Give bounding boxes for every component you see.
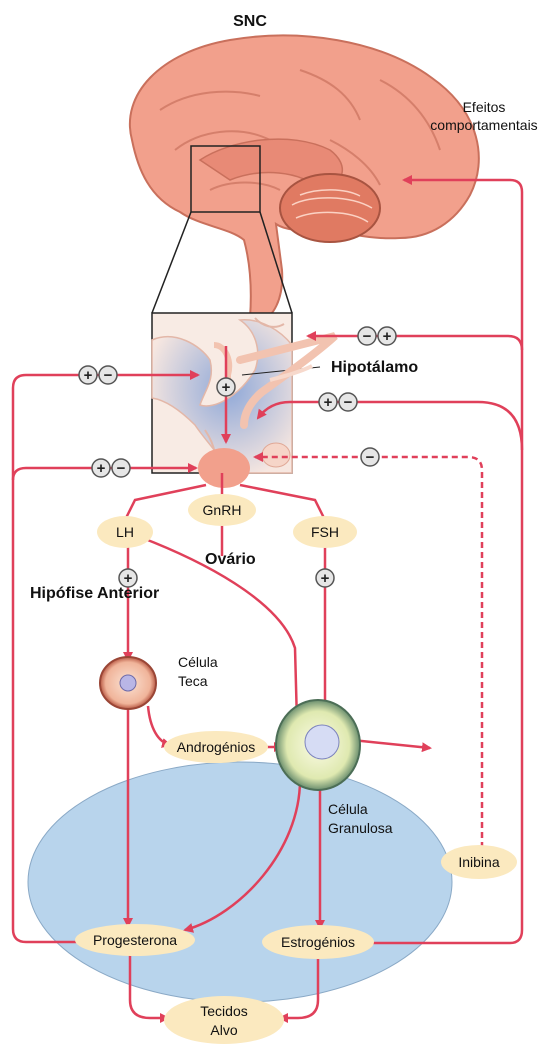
- androgenios-label: Androgénios: [177, 739, 256, 755]
- efeitos-label-line1: Efeitos: [463, 99, 506, 115]
- brain-illustration: [130, 36, 479, 320]
- sign-inhibin-minus: −: [361, 448, 379, 466]
- progesterona-label: Progesterona: [93, 932, 177, 948]
- plus-sign: +: [324, 394, 333, 411]
- plus-sign: +: [321, 570, 330, 587]
- estrogenios-label: Estrogénios: [281, 934, 355, 950]
- sign-gnrh-plus: +: [217, 378, 235, 396]
- minus-sign: −: [117, 460, 126, 477]
- hipotalamo-label: Hipotálamo: [331, 359, 418, 376]
- minus-sign: −: [104, 367, 113, 384]
- plus-sign: +: [383, 328, 392, 345]
- ovario-label: Ovário: [205, 551, 256, 568]
- snc-label: SNC: [233, 13, 267, 30]
- plus-sign: +: [97, 460, 106, 477]
- celula-granulosa-label-line1: Célula: [328, 801, 368, 817]
- granulosa-cell: [276, 700, 360, 790]
- theca-cell: [100, 657, 156, 709]
- lh-label: LH: [116, 524, 134, 540]
- hipofise-label: Hipófise Anterior: [30, 585, 159, 602]
- tecidos-alvo-label-line1: Tecidos: [200, 1003, 247, 1019]
- celula-teca-label-line2: Teca: [178, 673, 208, 689]
- efeitos-label-line2: comportamentais: [430, 117, 537, 133]
- sign-fsh-plus: +: [316, 569, 334, 587]
- plus-sign: +: [84, 367, 93, 384]
- celula-granulosa-label-line2: Granulosa: [328, 820, 393, 836]
- hypothalamus-panel: [152, 313, 320, 473]
- fsh-label: FSH: [311, 524, 339, 540]
- cerebellum: [280, 174, 380, 242]
- plus-sign: +: [222, 379, 231, 396]
- celula-teca-label-line1: Célula: [178, 654, 218, 670]
- ovary-oval: [28, 762, 452, 1002]
- tecidos-alvo-label-line2: Alvo: [210, 1022, 237, 1038]
- minus-sign: −: [363, 328, 372, 345]
- minus-sign: −: [366, 449, 375, 466]
- inibina-label: Inibina: [458, 854, 499, 870]
- minus-sign: −: [344, 394, 353, 411]
- gnrh-label: GnRH: [203, 502, 242, 518]
